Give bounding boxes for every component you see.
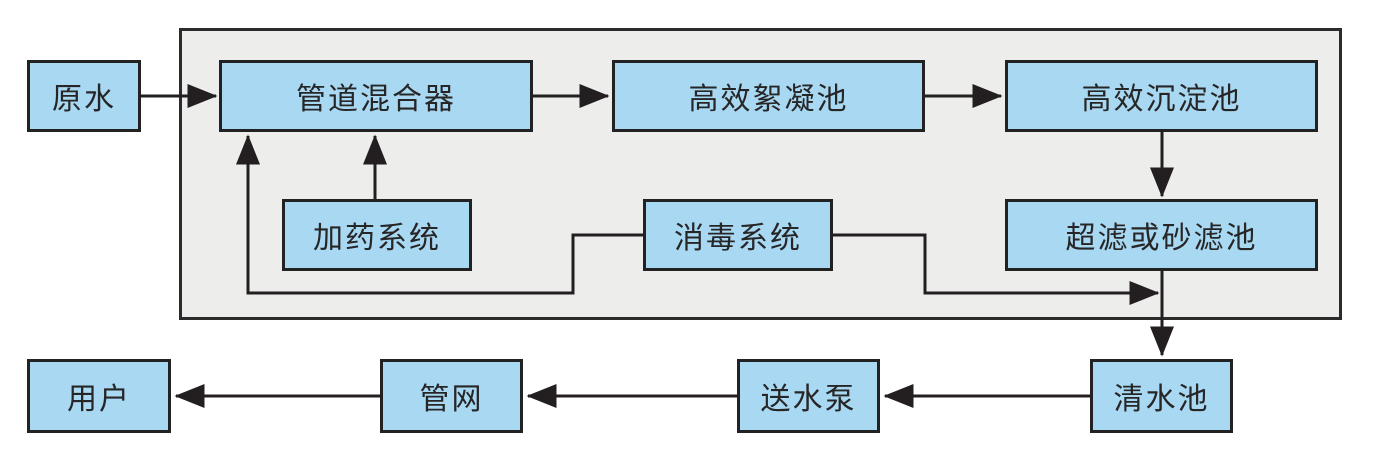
node-pipe-network: 管网: [380, 359, 523, 433]
node-pipe-mixer-label: 管道混合器: [296, 83, 456, 116]
node-disinfection-system: 消毒系统: [643, 199, 833, 271]
node-dosing-system: 加药系统: [282, 199, 472, 271]
edge-disinfection-to-filter-outlet-arrow: [833, 233, 1160, 305]
node-raw-water: 原水: [27, 60, 141, 132]
node-delivery-pump: 送水泵: [737, 359, 880, 433]
node-delivery-pump-label: 送水泵: [760, 383, 857, 416]
edge-disinfection-to-pipe-mixer-arrow: [236, 134, 643, 295]
node-pipe-network-label: 管网: [419, 383, 484, 416]
node-ultrafiltration-sand-filter: 超滤或砂滤池: [1005, 199, 1318, 271]
node-flocculation-tank: 高效絮凝池: [612, 60, 925, 132]
node-pipe-mixer: 管道混合器: [219, 60, 533, 132]
node-user: 用户: [27, 359, 171, 433]
node-clear-water-tank-label: 清水池: [1113, 383, 1210, 416]
node-sedimentation-tank-label: 高效沉淀池: [1081, 83, 1242, 116]
node-flocculation-tank-label: 高效絮凝池: [688, 83, 849, 116]
node-disinfection-system-label: 消毒系统: [674, 222, 802, 255]
node-ultrafiltration-sand-filter-label: 超滤或砂滤池: [1065, 222, 1258, 255]
node-user-label: 用户: [67, 383, 131, 416]
node-sedimentation-tank: 高效沉淀池: [1005, 60, 1318, 132]
node-raw-water-label: 原水: [52, 83, 116, 116]
node-clear-water-tank: 清水池: [1090, 359, 1233, 433]
node-dosing-system-label: 加药系统: [313, 222, 441, 255]
